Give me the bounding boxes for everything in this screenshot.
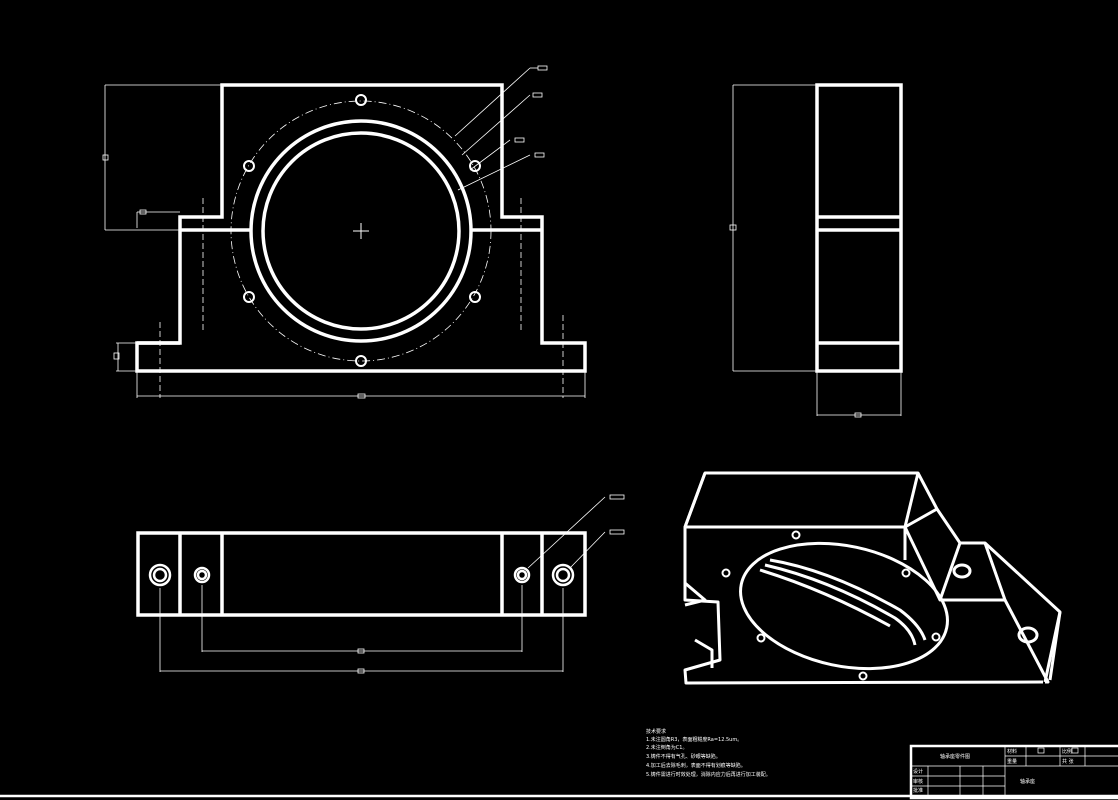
note-line-3: 3.铸件不得有气孔、砂眼等缺陷。 [646,754,721,760]
isometric-view [683,471,1062,685]
bolt-hole-upper-left [243,160,255,172]
side-body-outline [815,83,903,373]
bolt-hole-upper-right [469,160,481,172]
top-holes [148,563,575,587]
note-line-4: 4.加工后去除毛刺，表面不得有划痕等缺陷。 [646,763,746,769]
top-body-outline [136,531,587,617]
front-bore-inner [261,131,461,331]
title-block-weight: 重量 [1007,759,1018,765]
bolt-hole-bottom [355,355,367,367]
title-block-material: 材料 [1007,749,1018,755]
title-block-scale: 比例 [1062,749,1073,755]
title-block-designer: 设计 [913,769,924,775]
front-bore-outer [249,119,473,343]
side-view [729,83,903,418]
front-bolt-circle [230,100,492,362]
front-bolt-holes [243,94,481,367]
title-block-drawing-name: 轴承座零件图 [940,754,971,760]
top-view [136,494,625,674]
title-block-approver: 批准 [913,788,924,794]
front-dimensions [102,84,586,399]
top-dimensions [159,494,625,674]
bolt-hole-lower-left [243,291,255,303]
note-line-2: 2.未注倒角为C1。 [646,745,688,751]
title-block-frame [909,744,1118,800]
front-hidden-lines [159,198,564,398]
title-block-checker: 审核 [913,779,924,785]
note-line-5: 5.铸件需进行时效处理，消除内应力后再进行加工装配。 [646,772,771,778]
bolt-hole-top [355,94,367,106]
title-block-sheet: 共 张 [1062,759,1074,765]
title-block [0,744,1118,800]
title-block-part: 轴承座 [1020,779,1036,785]
note-line-1: 1.未注圆角R3，表面粗糙度Ra=12.5um。 [646,737,743,743]
iso-bolt-holes [721,530,941,681]
side-dimensions [729,84,902,418]
notes-title: 技术要求 [646,729,667,735]
front-leaders [454,65,548,191]
front-view [102,65,587,399]
bolt-hole-lower-right [469,291,481,303]
